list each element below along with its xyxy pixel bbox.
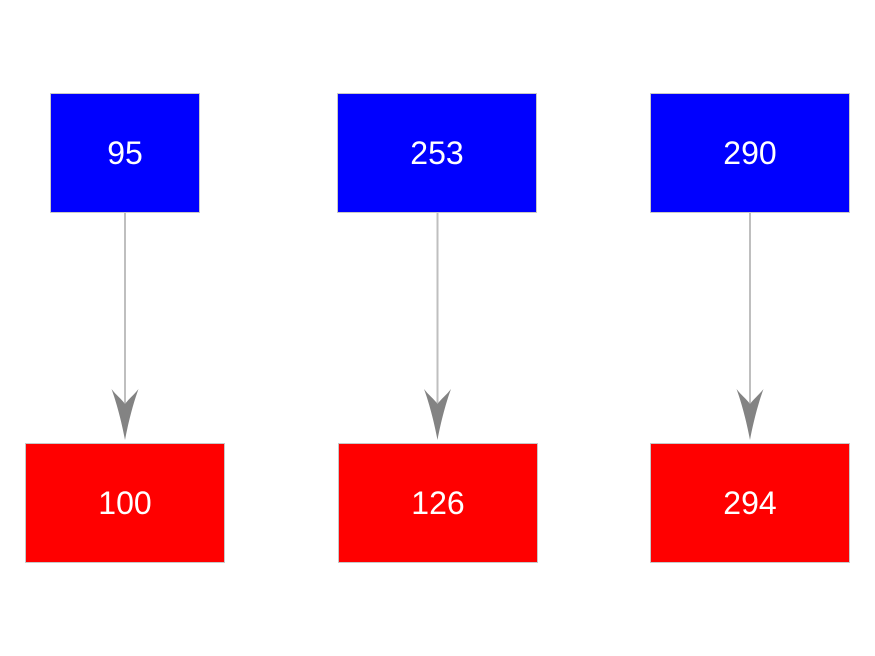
source-node-3-label: 290 [723, 135, 777, 171]
source-node-1-label: 95 [107, 135, 143, 171]
target-node-1-label: 100 [98, 485, 152, 521]
source-node-2-label: 253 [410, 135, 464, 171]
target-node-2: 126 [338, 443, 538, 563]
arrowhead-icon [736, 389, 764, 440]
source-node-3: 290 [650, 93, 850, 213]
target-node-3-label: 294 [723, 485, 777, 521]
arrowhead-icon [424, 389, 451, 440]
target-node-3: 294 [650, 443, 850, 563]
source-node-1: 95 [50, 93, 200, 213]
arrow-2 [424, 213, 451, 440]
arrow-3 [736, 213, 764, 440]
target-node-2-label: 126 [411, 485, 465, 521]
arrow-1 [111, 213, 139, 440]
target-node-1: 100 [25, 443, 225, 563]
source-node-2: 253 [337, 93, 537, 213]
arrowhead-icon [111, 389, 139, 440]
